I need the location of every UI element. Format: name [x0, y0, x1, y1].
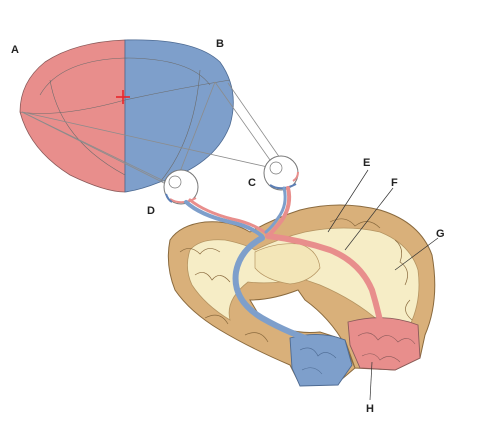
occipital-cortex-right [347, 317, 421, 371]
left-eye [163, 169, 199, 205]
label-b: B [216, 38, 224, 50]
label-f: F [391, 177, 398, 189]
visual-field-contour [39, 57, 211, 96]
optic-tract-red [265, 233, 385, 333]
visual-field-contour [49, 79, 126, 176]
optic-pathways [184, 186, 385, 345]
label-g: G [436, 228, 445, 240]
visual-field-contour [19, 79, 231, 114]
visual-field-right-half [124, 39, 234, 193]
sight-lines [21, 81, 281, 191]
occipital-cortex-left [289, 334, 353, 387]
visual-field-left-half [19, 39, 126, 193]
label-d: D [147, 205, 155, 217]
label-a: A [11, 44, 19, 56]
optic-nerve-left [184, 200, 264, 238]
fixation-cross-icon [116, 90, 130, 104]
visual-field-contour [159, 69, 201, 183]
optic-tract-blue [232, 235, 321, 345]
right-eye [263, 155, 299, 191]
label-c: C [248, 177, 256, 189]
leader-lines [327, 169, 439, 401]
brain-section [167, 204, 436, 387]
visual-field [19, 39, 234, 193]
thalamus [254, 243, 321, 285]
label-h: H [366, 403, 374, 415]
label-e: E [363, 157, 370, 169]
optic-nerve-right [268, 186, 292, 236]
